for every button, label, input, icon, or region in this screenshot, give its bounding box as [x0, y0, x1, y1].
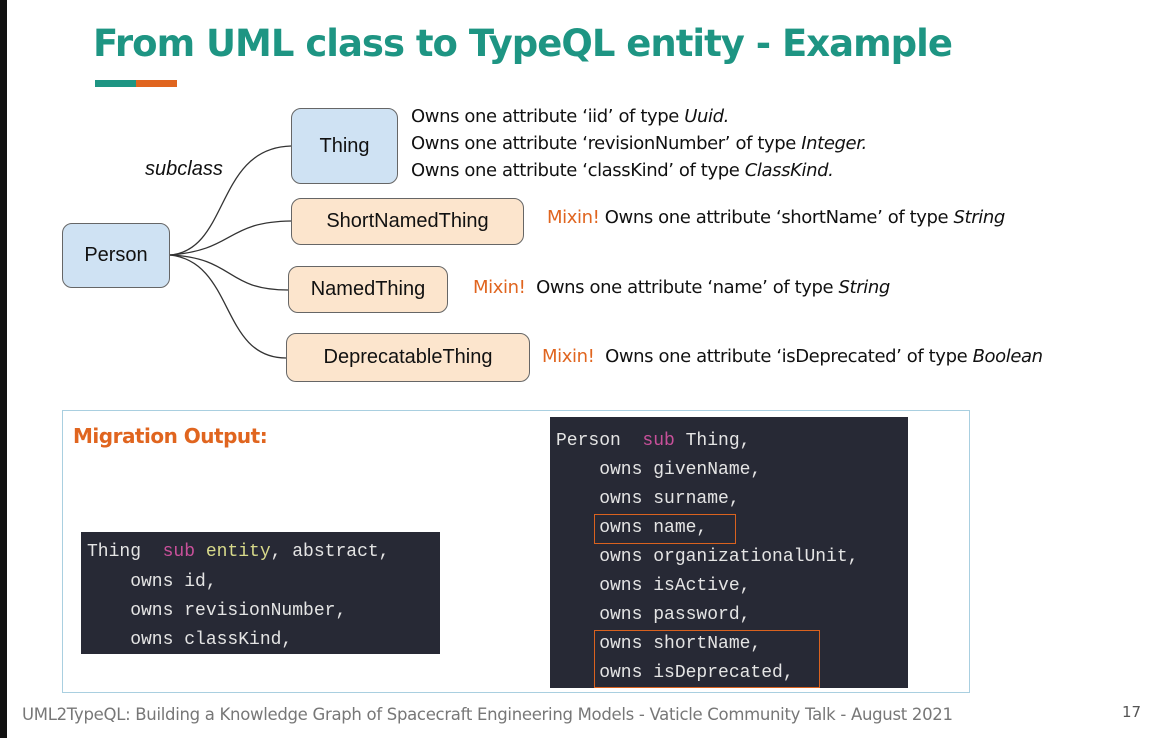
shortnamedthing-class-box: ShortNamedThing: [291, 198, 524, 245]
person-class-box: Person: [62, 223, 170, 288]
thing-attr-line: Owns one attribute ‘iid’ of type Uuid.: [411, 106, 729, 127]
highlight-name: [594, 514, 736, 544]
code-line: owns organizationalUnit,: [556, 547, 859, 567]
migration-output-panel: [62, 410, 970, 693]
mixin-desc-name: Mixin! Owns one attribute ‘name’ of type…: [473, 277, 890, 298]
mixin-desc-isdeprecated: Mixin! Owns one attribute ‘isDeprecated’…: [542, 346, 1043, 367]
code-line: owns givenName,: [556, 460, 762, 480]
connector-shortnamedthing: [169, 220, 292, 256]
connector-namedthing: [169, 254, 289, 291]
code-line: owns isActive,: [556, 576, 751, 596]
person-typeql-code: Person sub Thing, owns givenName, owns s…: [550, 417, 908, 688]
connector-deprecatablething: [169, 254, 287, 359]
subclass-label: subclass: [145, 158, 223, 180]
code-line: owns password,: [556, 605, 751, 625]
accent-bar-teal: [95, 80, 136, 87]
code-line: owns shortName,: [556, 634, 762, 654]
code-line: Person sub Thing,: [556, 431, 751, 451]
code-line: owns surname,: [556, 489, 740, 509]
code-line: owns classKind,: [87, 630, 293, 650]
mixin-desc-shortname: Mixin! Owns one attribute ‘shortName’ of…: [547, 207, 1005, 228]
thing-class-box: Thing: [291, 108, 398, 184]
code-line: owns id,: [87, 572, 217, 592]
window-edge: [0, 0, 7, 738]
slide-title: From UML class to TypeQL entity - Exampl…: [93, 22, 953, 65]
migration-output-title: Migration Output:: [73, 424, 268, 448]
code-line: owns name,: [556, 518, 708, 538]
deprecatablething-class-box: DeprecatableThing: [286, 333, 530, 382]
accent-bar-orange: [136, 80, 177, 87]
code-line: owns revisionNumber,: [87, 601, 347, 621]
page-number: 17: [1122, 703, 1142, 721]
thing-typeql-code: Thing sub entity, abstract, owns id, own…: [81, 532, 440, 654]
slide-footer: UML2TypeQL: Building a Knowledge Graph o…: [22, 705, 953, 724]
connector-thing: [169, 145, 292, 256]
namedthing-class-box: NamedThing: [288, 266, 448, 313]
thing-attr-line: Owns one attribute ‘revisionNumber’ of t…: [411, 133, 867, 154]
code-line: owns isDeprecated,: [556, 663, 794, 683]
thing-attr-line: Owns one attribute ‘classKind’ of type C…: [411, 160, 834, 181]
code-line: Thing sub entity, abstract,: [87, 542, 390, 562]
highlight-mixin-attrs: [594, 630, 820, 688]
